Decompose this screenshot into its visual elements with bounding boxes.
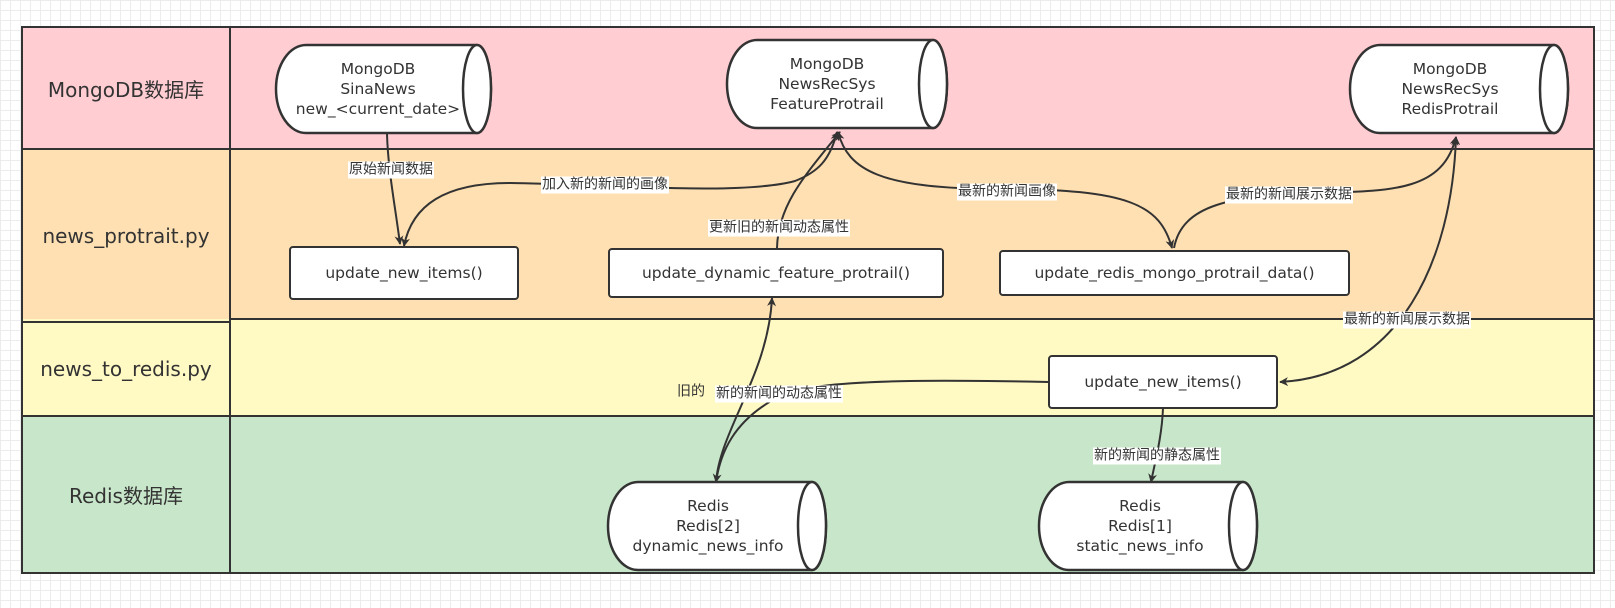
edge-label-raw-news: 原始新闻数据 bbox=[348, 161, 434, 179]
cylinder-cap-redis-static bbox=[1227, 480, 1259, 572]
lane-label-redis: Redis数据库 bbox=[69, 484, 183, 508]
cylinder-cap-redis-protrail bbox=[1538, 43, 1570, 135]
lane-label-news-protrait: news_protrait.py bbox=[42, 223, 210, 248]
process-update-redis-mongo-protrail-data: update_redis_mongo_protrail_data() bbox=[999, 250, 1350, 296]
store-sina-news-line-2: SinaNews bbox=[340, 80, 416, 98]
process-update-new-items-protrait: update_new_items() bbox=[289, 246, 519, 300]
store-redis-dynamic-line-1: Redis bbox=[687, 497, 729, 515]
edge-label-update-old-dynamic: 更新旧的新闻动态属性 bbox=[708, 219, 850, 237]
store-feature-protrail: MongoDB NewsRecSys FeatureProtrail bbox=[727, 40, 927, 128]
edge-label-old-dynamic: 旧的 bbox=[677, 383, 705, 400]
store-redis-protrail-line-3: RedisProtrail bbox=[1401, 100, 1499, 118]
process-update-dynamic-feature-protrail: update_dynamic_feature_protrail() bbox=[608, 248, 944, 298]
store-feature-protrail-line-3: FeatureProtrail bbox=[770, 95, 884, 113]
edge-latest-display-2 bbox=[1279, 136, 1461, 387]
store-redis-protrail-line-2: NewsRecSys bbox=[1401, 80, 1499, 98]
edge-raw-news bbox=[386, 133, 404, 245]
store-redis-static: Redis Redis[1] static_news_info bbox=[1040, 482, 1240, 570]
store-redis-protrail-line-1: MongoDB bbox=[1412, 60, 1488, 78]
cylinder-shapes bbox=[274, 38, 1570, 572]
store-sina-news: MongoDB SinaNews new_<current_date> bbox=[278, 45, 478, 133]
store-redis-static-line-3: static_news_info bbox=[1076, 537, 1204, 555]
store-feature-protrail-line-2: NewsRecSys bbox=[778, 75, 876, 93]
edge-label-new-dynamic: 新的新闻的动态属性 bbox=[715, 385, 843, 403]
edge-label-latest-display-2: 最新的新闻展示数据 bbox=[1343, 311, 1471, 329]
edge-label-latest-display-1: 最新的新闻展示数据 bbox=[1225, 186, 1353, 204]
edge-label-add-new-profile: 加入新的新闻的画像 bbox=[541, 176, 669, 194]
store-redis-dynamic: Redis Redis[2] dynamic_news_info bbox=[608, 482, 808, 570]
lane-label-mongodb: MongoDB数据库 bbox=[47, 77, 205, 102]
store-redis-static-line-2: Redis[1] bbox=[1108, 517, 1172, 535]
store-redis-dynamic-line-3: dynamic_news_info bbox=[632, 537, 784, 555]
lane-label-news-to-redis: news_to_redis.py bbox=[40, 357, 212, 381]
cylinder-cap-redis-dynamic bbox=[796, 480, 828, 572]
process-update-new-items-redis: update_new_items() bbox=[1048, 355, 1278, 409]
store-feature-protrail-line-1: MongoDB bbox=[789, 55, 865, 73]
store-redis-static-line-1: Redis bbox=[1119, 497, 1161, 515]
store-redis-protrail: MongoDB NewsRecSys RedisProtrail bbox=[1350, 45, 1550, 133]
store-redis-dynamic-line-2: Redis[2] bbox=[676, 517, 740, 535]
edge-label-new-static: 新的新闻的静态属性 bbox=[1093, 447, 1221, 465]
store-sina-news-line-3: new_<current_date> bbox=[295, 100, 461, 118]
cylinder-cap-feature-protrail bbox=[917, 38, 949, 130]
store-sina-news-line-1: MongoDB bbox=[340, 60, 416, 78]
edge-new-static bbox=[1148, 407, 1164, 483]
edge-label-latest-profile: 最新的新闻画像 bbox=[957, 183, 1057, 201]
